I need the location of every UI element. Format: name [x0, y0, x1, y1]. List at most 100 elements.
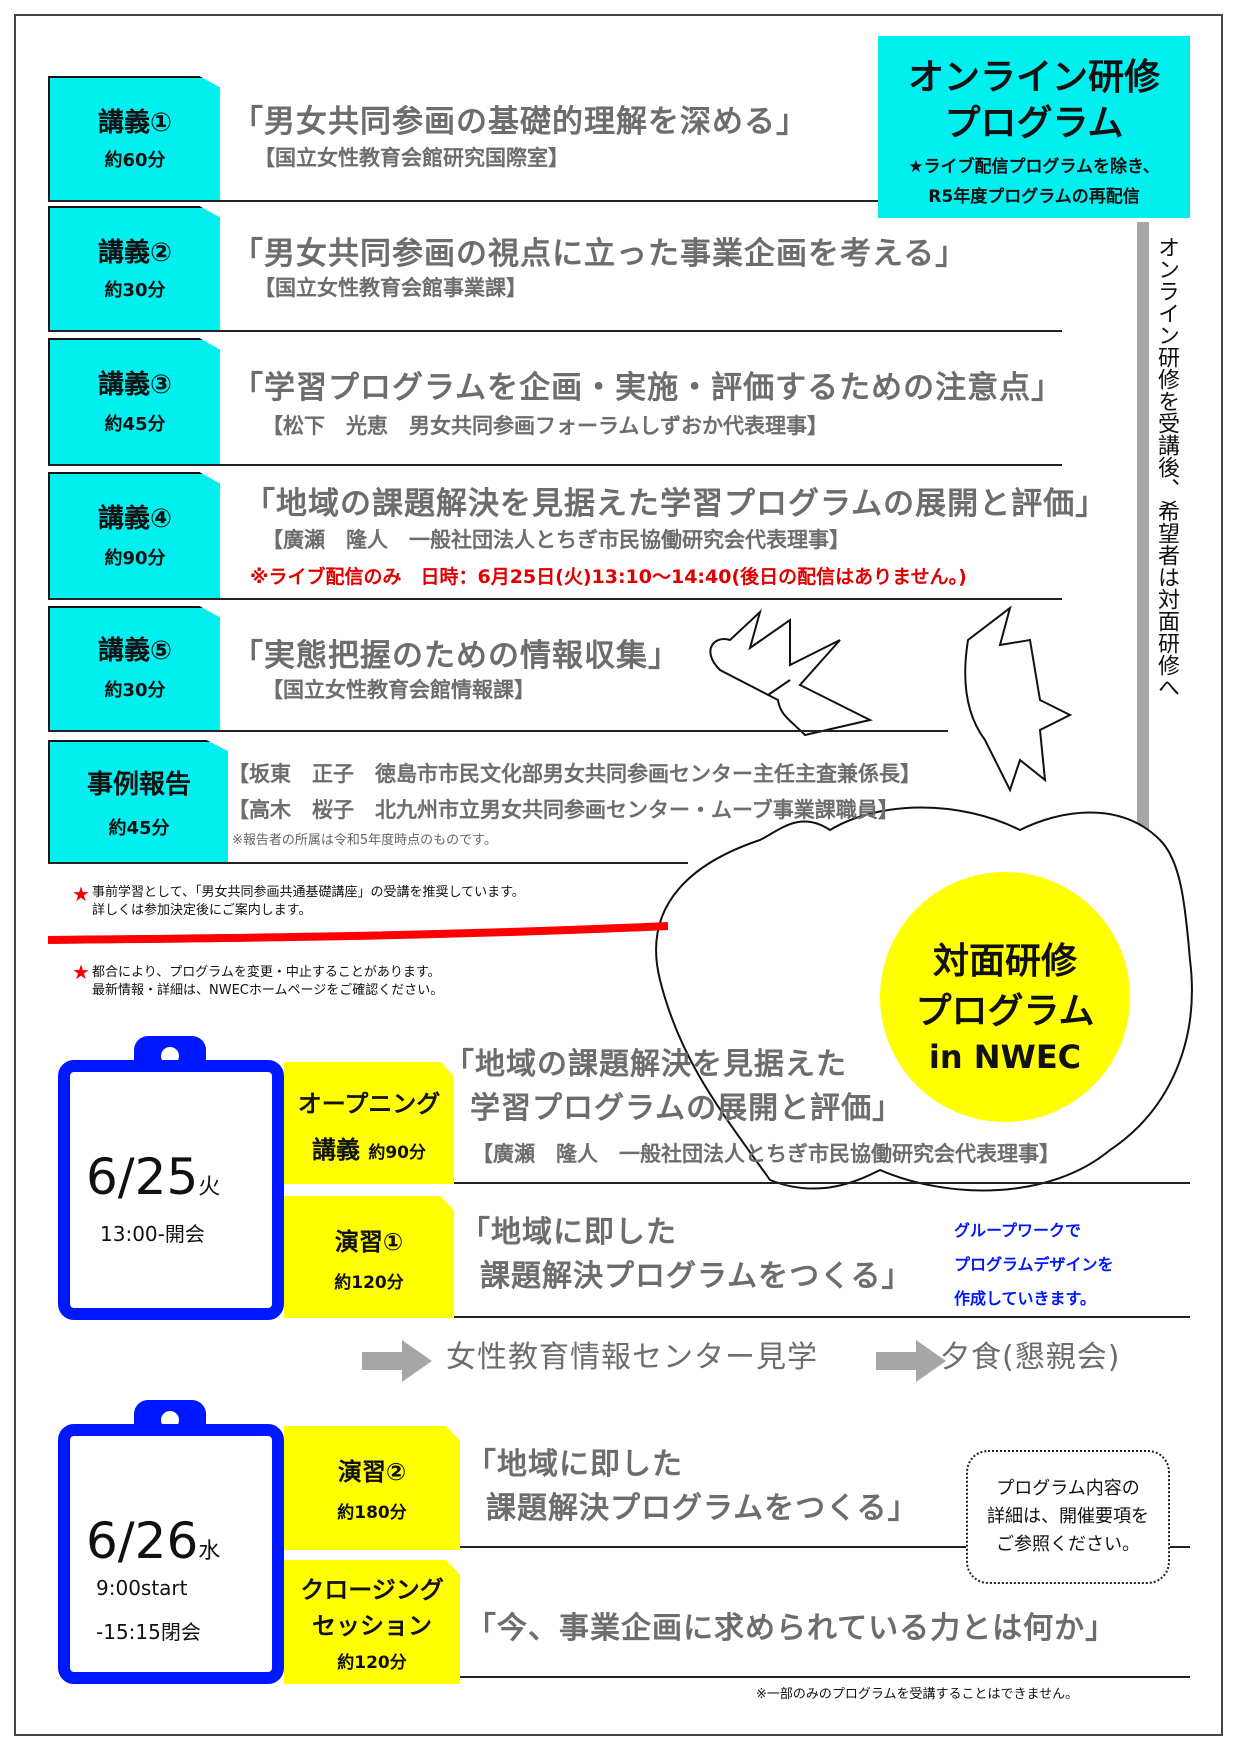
day2-time1: 9:00start — [96, 1576, 188, 1600]
note1-line1: 事前学習として、「男女共同参画共通基礎講座」の受講を推奨しています。 — [92, 885, 525, 900]
star-icon: ★ — [72, 960, 90, 984]
case-report-tab: 事例報告 約45分 — [48, 740, 228, 864]
detail-note-line2: 詳細は、開催要項を — [987, 1506, 1149, 1527]
lecture-1-tab: 講義① 約60分 — [48, 76, 220, 202]
bottom-note: ※一部のみのプログラムを受講することはできません。 — [756, 1687, 1079, 1702]
online-title-line2: プログラム — [944, 103, 1124, 144]
online-note-line1: ★ライブ配信プログラムを除き、 — [908, 157, 1160, 177]
inperson-line3: in NWEC — [928, 1038, 1082, 1076]
closing-title: 「今、事業企画に求められている力とは何か」 — [466, 1611, 1117, 1646]
lecture-5-speaker: 【国立女性教育会館情報課】 — [262, 678, 535, 702]
case-report-footnote: ※報告者の所属は令和5年度時点のものです。 — [232, 833, 497, 848]
day1-clipboard: 6/25火 13:00-開会 — [58, 1060, 284, 1320]
lecture-1-duration: 約60分 — [104, 150, 166, 171]
closing-duration: 約120分 — [337, 1653, 407, 1673]
opening-label2: 講義 約90分 — [284, 1130, 454, 1165]
note1-line2: 詳しくは参加決定後にご案内します。 — [92, 903, 312, 918]
ex1-title1: 「地域に即した — [460, 1215, 677, 1250]
ex2-tab: 演習② 約180分 — [284, 1426, 460, 1550]
lecture-4-title: 「地域の課題解決を見据えた学習プログラムの展開と評価」 — [244, 486, 1108, 522]
day1-weekday: 火 — [198, 1175, 221, 1200]
lecture-4-tab: 講義④ 約90分 — [48, 472, 220, 600]
page-frame — [14, 14, 1223, 1736]
ex1-rule — [454, 1316, 1190, 1318]
vertical-note: オンライン研修を受講後、希望者は対面研修へ — [1154, 236, 1179, 698]
flow-arrow-shaft — [1137, 222, 1149, 902]
flow-step-2: 夕食(懇親会) — [940, 1340, 1121, 1375]
lecture-2-speaker: 【国立女性教育会館事業課】 — [254, 276, 527, 300]
lecture-3-speaker: 【松下 光恵 男女共同参画フォーラムしずおか代表理事】 — [262, 414, 828, 438]
lecture-4-live-note: ※ライブ配信のみ 日時：6月25日(火)13:10～14:40(後日の配信はあり… — [250, 566, 967, 588]
ex1-tab: 演習① 約120分 — [284, 1196, 454, 1318]
opening-title2: 学習プログラムの展開と評価」 — [470, 1091, 904, 1126]
lecture-4-speaker: 【廣瀬 隆人 一般社団法人とちぎ市民協働研究会代表理事】 — [262, 528, 850, 552]
lecture-2-duration: 約30分 — [104, 280, 166, 301]
lecture-2-tab: 講義② 約30分 — [48, 206, 220, 332]
day1-date-value: 6/25 — [86, 1148, 199, 1206]
closing-label2: セッション — [312, 1612, 432, 1640]
lecture-1-rule — [48, 200, 878, 202]
opening-rule — [454, 1182, 1190, 1184]
lecture-3-rule — [48, 464, 1062, 466]
opening-label1: オープニング — [297, 1090, 441, 1118]
opening-duration: 約90分 — [368, 1143, 427, 1163]
ex1-duration: 約120分 — [334, 1273, 404, 1293]
inperson-line2: プログラム — [915, 991, 1095, 1032]
online-title-line1: オンライン研修 — [907, 57, 1160, 98]
case-report-label: 事例報告 — [86, 770, 191, 800]
day2-date-value: 6/26 — [86, 1512, 199, 1570]
day1-time: 13:00-開会 — [100, 1222, 205, 1246]
day2-weekday: 水 — [198, 1539, 221, 1564]
lecture-5-duration: 約30分 — [104, 680, 166, 701]
day2-clipboard: 6/26水 9:00start -15:15閉会 — [58, 1424, 284, 1684]
day1-date: 6/25火 — [86, 1148, 220, 1206]
lecture-3-duration: 約45分 — [104, 414, 166, 435]
lecture-1-title: 「男女共同参画の基礎的理解を深める」 — [232, 104, 808, 140]
lecture-4-rule — [48, 598, 1062, 600]
ex2-title1: 「地域に即した — [466, 1447, 683, 1482]
case-report-line1: 【坂東 正子 徳島市市民文化部男女共同参画センター主任主査兼係長】 — [228, 762, 921, 786]
case-report-rule — [48, 862, 688, 864]
red-divider — [48, 922, 668, 944]
lecture-2-title: 「男女共同参画の視点に立った事業企画を考える」 — [232, 236, 968, 272]
lecture-1-speaker: 【国立女性教育会館研究国際室】 — [254, 146, 569, 170]
group-note-line3: 作成していきます。 — [954, 1289, 1096, 1308]
doodle-right — [964, 605, 1073, 793]
ex2-duration: 約180分 — [337, 1503, 407, 1523]
ex2-label: 演習② — [337, 1458, 407, 1486]
note2-line1: 都合により、プログラムを変更・中止することがあります。 — [92, 965, 441, 980]
case-report-duration: 約45分 — [108, 818, 170, 839]
group-note-line1: グループワークで — [954, 1221, 1082, 1240]
detail-note-line1: プログラム内容の — [996, 1478, 1140, 1499]
day1-opening-tab: オープニング 講義 約90分 — [284, 1062, 454, 1184]
closing-tab: クロージング セッション 約120分 — [284, 1560, 460, 1684]
online-program-header: オンライン研修 プログラム ★ライブ配信プログラムを除き、 R5年度プログラムの… — [878, 36, 1190, 218]
star-icon: ★ — [72, 882, 90, 906]
group-note: グループワークで プログラムデザインを 作成していきます。 — [954, 1214, 1114, 1316]
lecture-3-label: 講義③ — [97, 370, 172, 400]
lecture-3-tab: 講義③ 約45分 — [48, 338, 220, 466]
note2-line2: 最新情報・詳細は、NWECホームページをご確認ください。 — [92, 983, 444, 998]
ex1-label: 演習① — [334, 1228, 404, 1256]
opening-title1: 「地域の課題解決を見据えた — [444, 1047, 847, 1082]
case-report-line2: 【高木 桜子 北九州市立男女共同参画センター・ムーブ事業課職員】 — [228, 798, 899, 822]
online-note-line2: R5年度プログラムの再配信 — [928, 187, 1140, 207]
ex1-title2: 課題解決プログラムをつくる」 — [480, 1259, 913, 1294]
opening-label2-text: 講義 — [311, 1136, 360, 1164]
closing-rule — [460, 1676, 1190, 1678]
lecture-2-label: 講義② — [97, 238, 172, 268]
opening-speaker: 【廣瀬 隆人 一般社団法人とちぎ市民協働研究会代表理事】 — [472, 1142, 1060, 1166]
flow-arrow-2 — [876, 1340, 946, 1382]
group-note-line2: プログラムデザインを — [954, 1255, 1114, 1274]
doodle-left — [709, 608, 873, 737]
closing-label1: クロージング — [300, 1576, 444, 1604]
lecture-5-rule — [48, 730, 948, 732]
lecture-5-tab: 講義⑤ 約30分 — [48, 606, 220, 732]
lecture-2-rule — [48, 330, 1062, 332]
ex2-rule — [460, 1546, 1190, 1548]
flow-arrow-1 — [362, 1340, 432, 1382]
flow-step-1: 女性教育情報センター見学 — [446, 1340, 818, 1375]
lecture-5-label: 講義⑤ — [97, 636, 172, 666]
day2-time2: -15:15閉会 — [96, 1620, 201, 1644]
ex2-title2: 課題解決プログラムをつくる」 — [486, 1491, 919, 1526]
